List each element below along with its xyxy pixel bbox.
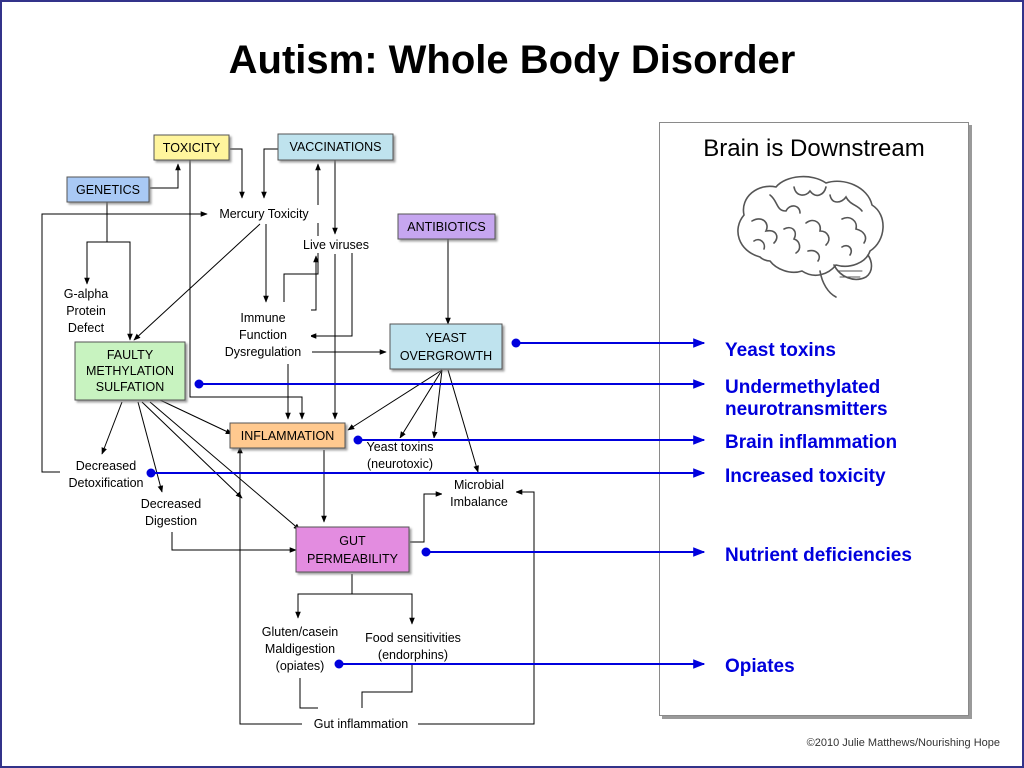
effect-increased-toxicity: Increased toxicity — [725, 466, 886, 487]
copyright-footer: ©2010 Julie Matthews/Nourishing Hope — [806, 737, 1000, 749]
box-label: SULFATION — [96, 380, 165, 394]
label-food-sensitivities: (endorphins) — [378, 648, 448, 662]
label-gut-inflammation: Gut inflammation — [314, 717, 409, 731]
box-yeast-overgrowth: YEAST OVERGROWTH — [389, 323, 503, 370]
label-immune: Dysregulation — [225, 345, 301, 359]
node-labels: Mercury Toxicity Live viruses G-alpha Pr… — [60, 205, 516, 733]
label-immune: Function — [239, 328, 287, 342]
box-vaccinations: VACCINATIONS — [277, 133, 394, 161]
label-yeast-toxins: (neurotoxic) — [367, 457, 433, 471]
label-microbial: Imbalance — [450, 495, 508, 509]
box-label: TOXICITY — [163, 141, 221, 155]
label-food-sensitivities: Food sensitivities — [365, 631, 461, 645]
box-toxicity: TOXICITY — [153, 134, 230, 161]
effect-opiates: Opiates — [725, 656, 795, 677]
label-decreased-digestion: Decreased — [141, 497, 201, 511]
label-g-alpha: Protein — [66, 304, 106, 318]
brain-icon — [737, 175, 884, 298]
box-label: VACCINATIONS — [290, 140, 382, 154]
label-g-alpha: Defect — [68, 321, 105, 335]
panel-title: Brain is Downstream — [703, 135, 925, 162]
label-g-alpha: G-alpha — [64, 287, 109, 301]
box-label: OVERGROWTH — [400, 349, 492, 363]
box-gut-permeability: GUT PERMEABILITY — [295, 526, 410, 573]
effect-neurotransmitters: neurotransmitters — [725, 399, 888, 420]
box-label: GUT — [339, 534, 366, 548]
label-decreased-detox: Decreased — [76, 459, 136, 473]
slide-title: Autism: Whole Body Disorder — [228, 38, 796, 82]
box-inflammation: INFLAMMATION — [229, 422, 346, 449]
blue-arrows — [151, 338, 706, 669]
box-label: YEAST — [426, 331, 467, 345]
label-live-viruses: Live viruses — [303, 238, 369, 252]
box-label: INFLAMMATION — [241, 429, 335, 443]
label-yeast-toxins: Yeast toxins — [367, 440, 434, 454]
box-faulty-methylation: FAULTY METHYLATION SULFATION — [74, 341, 186, 401]
label-gluten: Gluten/casein — [262, 625, 338, 639]
label-decreased-detox: Detoxification — [68, 476, 143, 490]
box-label: PERMEABILITY — [307, 552, 399, 566]
blue-arrow-dots — [146, 338, 521, 669]
effect-nutrient-deficiencies: Nutrient deficiencies — [725, 545, 912, 566]
effect-undermethylated: Undermethylated — [725, 377, 881, 398]
box-label: METHYLATION — [86, 364, 174, 378]
box-label: FAULTY — [107, 348, 154, 362]
box-label: ANTIBIOTICS — [407, 220, 485, 234]
connector-lines — [41, 148, 535, 725]
label-immune: Immune — [240, 311, 285, 325]
label-microbial: Microbial — [454, 478, 504, 492]
label-mercury-toxicity: Mercury Toxicity — [219, 207, 309, 221]
label-decreased-digestion: Digestion — [145, 514, 197, 528]
effect-yeast-toxins: Yeast toxins — [725, 340, 836, 361]
brain-panel: Brain is Downstream — [659, 122, 969, 716]
effect-brain-inflammation: Brain inflammation — [725, 432, 898, 453]
label-gluten: (opiates) — [276, 659, 325, 673]
box-label: GENETICS — [76, 183, 140, 197]
box-genetics: GENETICS — [66, 176, 150, 203]
box-antibiotics: ANTIBIOTICS — [397, 213, 496, 240]
label-gluten: Maldigestion — [265, 642, 335, 656]
